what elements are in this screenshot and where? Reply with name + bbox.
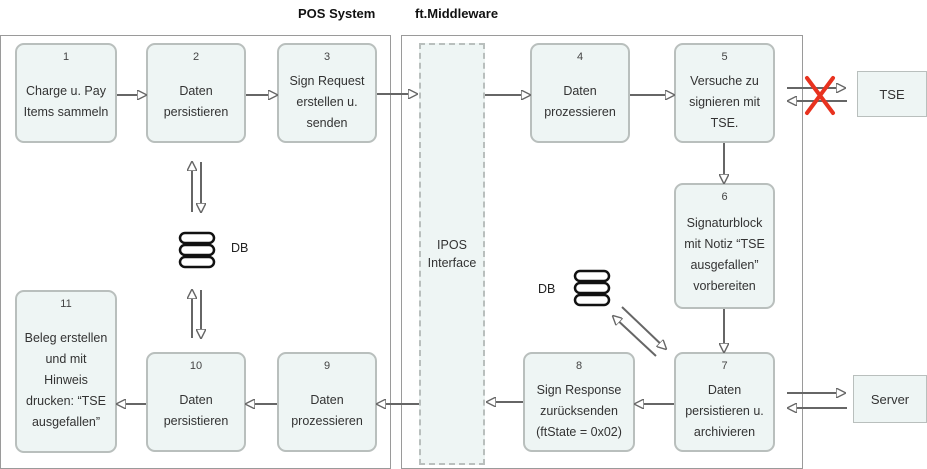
box-6: 6 Signaturblock mit Notiz “TSE ausgefall… bbox=[674, 183, 775, 309]
box-5-label: Versuche zu signieren mit TSE. bbox=[689, 73, 760, 130]
box-3-label: Sign Request erstellen u. senden bbox=[289, 73, 365, 130]
box-9-label: Daten prozessieren bbox=[291, 393, 363, 428]
middleware-header: ft.Middleware bbox=[415, 6, 499, 21]
box-2: 2 Daten persistieren bbox=[146, 43, 246, 143]
pos-database-icon bbox=[178, 231, 216, 269]
pos-db-label: DB bbox=[231, 241, 249, 255]
arrow-7-to-db bbox=[613, 316, 657, 357]
box-4: 4 Daten prozessieren bbox=[530, 43, 630, 143]
box-2-number: 2 bbox=[192, 51, 200, 63]
box-8: 8 Sign Response zurücksenden (ftState = … bbox=[523, 352, 635, 452]
tse-box: TSE bbox=[857, 71, 927, 117]
box-4-number: 4 bbox=[576, 51, 584, 63]
box-1-number: 1 bbox=[62, 51, 70, 63]
server-box: Server bbox=[853, 375, 927, 423]
box-3: 3 Sign Request erstellen u. senden bbox=[277, 43, 377, 143]
box-4-label: Daten prozessieren bbox=[544, 84, 616, 119]
middleware-database-icon bbox=[573, 269, 611, 307]
box-6-label: Signaturblock mit Notiz “TSE ausgefallen… bbox=[684, 216, 765, 293]
box-7-label: Daten persistieren u. archivieren bbox=[685, 382, 764, 439]
box-7-number: 7 bbox=[721, 360, 728, 372]
ipos-interface: IPOS Interface bbox=[419, 43, 485, 465]
box-10-label: Daten persistieren bbox=[163, 393, 229, 428]
box-10-number: 10 bbox=[189, 360, 203, 372]
box-7: 7 Daten persistieren u. archivieren bbox=[674, 352, 775, 452]
box-5: 5 Versuche zu signieren mit TSE. bbox=[674, 43, 775, 143]
box-11-label: Beleg erstellen und mit Hinweis drucken:… bbox=[24, 331, 108, 429]
box-6-number: 6 bbox=[721, 191, 728, 203]
middleware-db-label: DB bbox=[538, 282, 556, 296]
pos-system-header: POS System bbox=[298, 6, 376, 21]
box-8-label: Sign Response zurücksenden (ftState = 0x… bbox=[536, 382, 622, 439]
box-8-number: 8 bbox=[575, 360, 583, 372]
box-10: 10 Daten persistieren bbox=[146, 352, 246, 452]
box-9-number: 9 bbox=[323, 360, 331, 372]
box-11-number: 11 bbox=[60, 298, 72, 310]
box-1-label: Charge u. Pay Items sammeln bbox=[23, 84, 109, 119]
box-3-number: 3 bbox=[323, 51, 331, 63]
box-1: 1 Charge u. Pay Items sammeln bbox=[15, 43, 117, 143]
arrow-db-to-7 bbox=[621, 306, 666, 349]
box-2-label: Daten persistieren bbox=[163, 84, 229, 119]
red-cross-icon bbox=[805, 76, 835, 115]
box-5-number: 5 bbox=[721, 51, 728, 63]
box-11: 11 Beleg erstellen und mit Hinweis druck… bbox=[15, 290, 117, 453]
